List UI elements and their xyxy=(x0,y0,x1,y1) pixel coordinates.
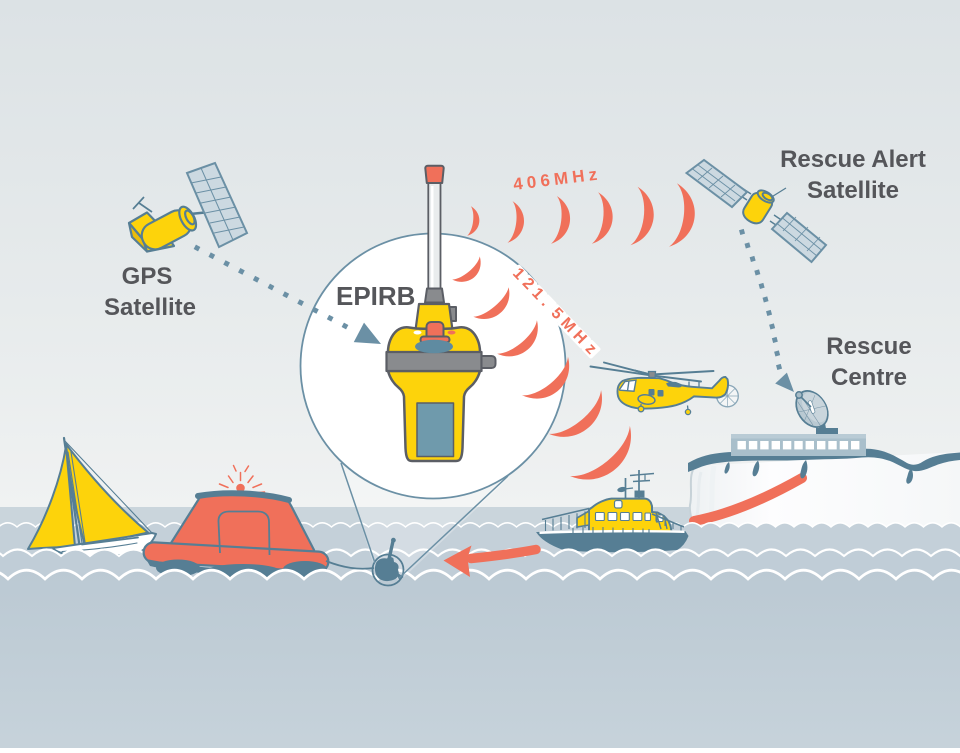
svg-text:Satellite: Satellite xyxy=(807,177,899,204)
svg-text:GPS: GPS xyxy=(122,263,173,290)
svg-text:Rescue Alert: Rescue Alert xyxy=(780,146,926,173)
svg-text:Rescue: Rescue xyxy=(826,333,911,360)
svg-text:EPIRB: EPIRB xyxy=(336,281,415,311)
svg-text:Centre: Centre xyxy=(831,364,907,391)
svg-text:Satellite: Satellite xyxy=(104,294,196,321)
